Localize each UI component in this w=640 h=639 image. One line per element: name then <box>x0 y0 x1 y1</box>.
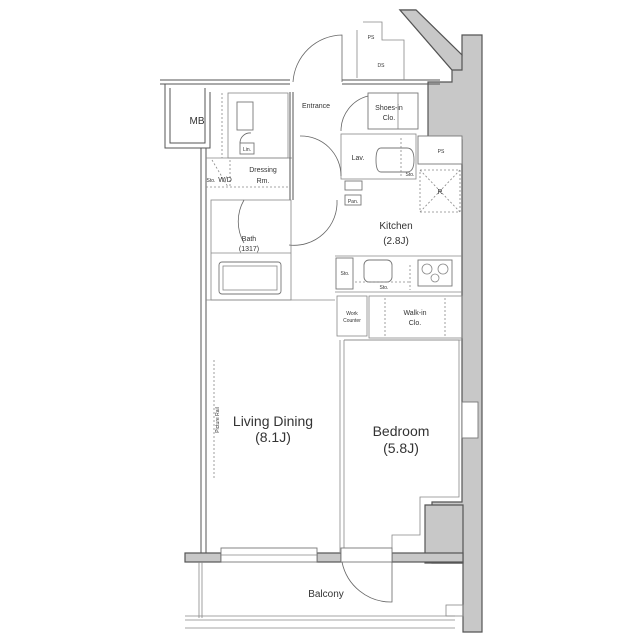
label-sto-toilet: Sto. <box>406 172 415 178</box>
room-label-mb: MB <box>190 116 205 127</box>
wall-balcony-right <box>391 552 464 563</box>
room-label-living: Living Dining <box>233 413 313 429</box>
room-label-lav: Lav. <box>352 155 365 162</box>
label-wd: W/D <box>218 177 232 184</box>
label-ds-top: DS <box>378 63 386 69</box>
room-label-kitchen-size: (2.8J) <box>383 236 409 247</box>
label-sto-kitchen1: Sto. <box>341 271 350 277</box>
room-label-walkin-2: Clo. <box>409 320 422 327</box>
wall-balcony-left <box>184 552 222 563</box>
room-label-shoes: Shoes-in <box>375 105 403 112</box>
label-picture-rail: Picture Rail <box>215 407 221 433</box>
room-label-living-size: (8.1J) <box>255 429 291 445</box>
label-work: Work <box>346 311 358 317</box>
room-label-bath: Bath <box>242 236 257 243</box>
room-label-balcony: Balcony <box>308 589 344 600</box>
label-ps-top: PS <box>368 35 375 41</box>
room-label-shoes-2: Clo. <box>383 115 396 122</box>
room-label-bedroom-size: (5.8J) <box>383 440 419 456</box>
diagonal-wall <box>398 9 463 71</box>
label-ps-right: PS <box>438 149 445 155</box>
label-sto-kitchen2: Sto. <box>380 285 389 291</box>
label-wd-sto: Sto. <box>207 178 216 184</box>
room-label-dressing-2: Rm. <box>257 178 270 185</box>
room-label-kitchen: Kitchen <box>379 221 412 232</box>
room-label-bath-size: (1317) <box>239 246 259 253</box>
room-label-bedroom: Bedroom <box>373 423 430 439</box>
column-bottom-right <box>424 504 464 564</box>
room-label-walkin: Walk-in <box>403 310 426 317</box>
label-lin: Lin. <box>243 147 251 153</box>
label-fridge: R <box>437 189 442 196</box>
room-label-dressing: Dressing <box>249 167 277 174</box>
wall-balcony-mid <box>316 552 342 563</box>
room-label-entrance: Entrance <box>302 103 330 110</box>
label-pan: Pan. <box>348 199 358 205</box>
label-counter: Counter <box>343 318 361 324</box>
